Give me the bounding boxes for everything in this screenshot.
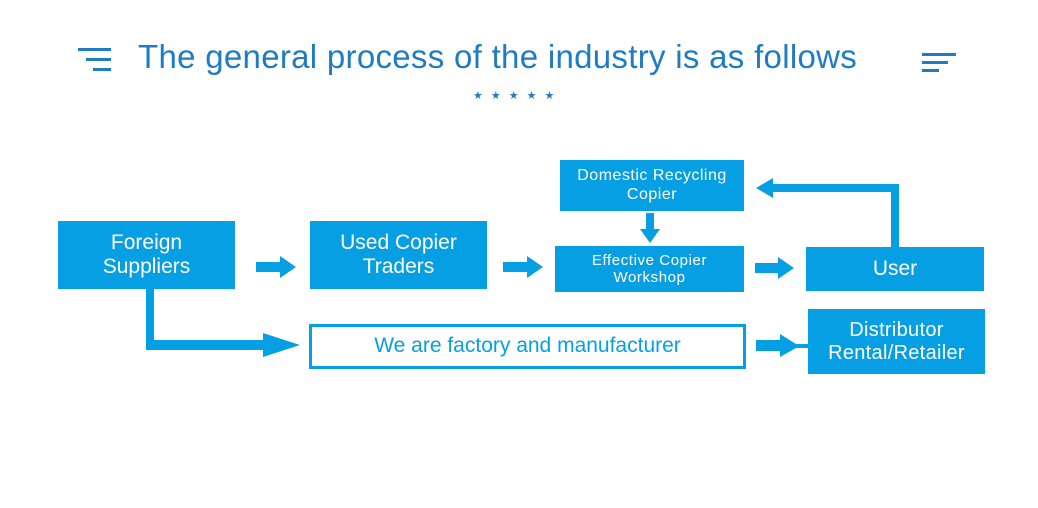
node-distributor-rental-retailer: Distributor Rental/Retailer: [808, 309, 985, 374]
menu-lines-icon-right: [922, 53, 958, 77]
node-label: Effective Copier Workshop: [591, 251, 708, 286]
page-title: The general process of the industry is a…: [138, 38, 858, 75]
arrow-user-to-domestic: [756, 178, 899, 247]
node-factory-manufacturer: We are factory and manufacturer: [309, 324, 746, 369]
node-used-copier-traders: Used Copier Traders: [310, 221, 487, 289]
node-effective-copier-workshop: Effective Copier Workshop: [555, 246, 744, 292]
node-label: Distributor Rental/Retailer: [828, 318, 965, 364]
node-domestic-recycling-copier: Domestic Recycling Copier: [560, 160, 744, 211]
arrow-workshop-to-user: [755, 257, 794, 279]
node-user: User: [806, 247, 984, 291]
arrow-domestic-to-workshop: [640, 213, 660, 243]
node-label: Foreign Suppliers: [102, 230, 191, 278]
arrow-traders-to-workshop: [503, 256, 543, 278]
arrow-factory-to-distributor: [756, 334, 808, 357]
arrow-foreign-to-traders: [256, 256, 296, 278]
star-rating-decoration: ★★★★★: [473, 90, 563, 102]
node-label: Used Copier Traders: [340, 230, 457, 278]
node-label: User: [872, 256, 918, 280]
node-label: Domestic Recycling Copier: [577, 167, 727, 203]
node-foreign-suppliers: Foreign Suppliers: [58, 221, 235, 289]
arrow-foreign-to-factory: [146, 289, 300, 357]
node-label: We are factory and manufacturer: [374, 334, 681, 358]
menu-lines-icon-left: [78, 48, 112, 74]
